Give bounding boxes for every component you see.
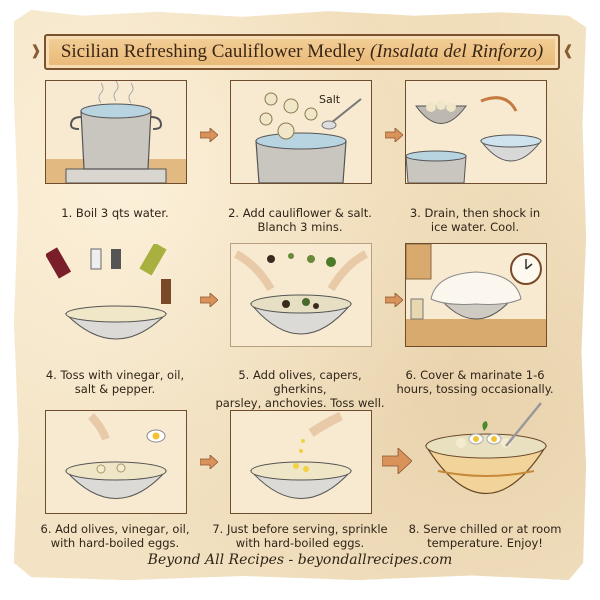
hand-sprinkling-bowl-icon bbox=[64, 413, 168, 499]
step-3-caption: 3. Drain, then shock in ice water. Cool. bbox=[385, 206, 565, 234]
step-5-illustration bbox=[230, 243, 372, 347]
caption-line: 5. Add olives, capers, gherkins, bbox=[238, 368, 362, 396]
step-8-caption: 7. Just before serving, sprinkle with ha… bbox=[210, 522, 390, 550]
step-6-caption: 6. Cover & marinate 1-6 hours, tossing o… bbox=[385, 368, 565, 396]
step-2-caption: 2. Add cauliflower & salt. Blanch 3 mins… bbox=[210, 206, 390, 234]
step-9-caption: 8. Serve chilled or at room temperature.… bbox=[395, 522, 575, 550]
arrow-right-icon bbox=[200, 293, 218, 307]
caption-line: ice water. Cool. bbox=[430, 220, 520, 234]
bottles-bowl-icon bbox=[46, 244, 171, 340]
caption-line: with hard-boiled eggs. bbox=[235, 536, 365, 550]
step-6-illustration bbox=[405, 243, 547, 347]
arrow-right-icon bbox=[385, 293, 403, 307]
caption-line: 7. Just before serving, sprinkle bbox=[212, 522, 388, 536]
caption-line: 3. Drain, then shock in bbox=[409, 206, 541, 220]
cauliflower-pot-icon bbox=[255, 92, 362, 183]
step-7-caption: 6. Add olives, vinegar, oil, with hard-b… bbox=[25, 522, 205, 550]
step-3-illustration bbox=[405, 80, 547, 184]
step-4-caption: 4. Toss with vinegar, oil, salt & pepper… bbox=[25, 368, 205, 396]
arrow-right-icon bbox=[200, 128, 218, 142]
step-1-caption: 1. Boil 3 qts water. bbox=[25, 206, 205, 220]
caption-line: parsley, anchovies. Toss well. bbox=[215, 396, 385, 410]
title-banner: ❱ Sicilian Refreshing Cauliflower Medley… bbox=[30, 34, 574, 70]
caption-line: 4. Toss with vinegar, oil, bbox=[45, 368, 185, 382]
caption-line: 6. Add olives, vinegar, oil, bbox=[40, 522, 190, 536]
caption-line: with hard-boiled eggs. bbox=[50, 536, 180, 550]
hands-tossing-icon bbox=[234, 250, 368, 335]
step-5-caption: 5. Add olives, capers, gherkins, parsley… bbox=[210, 368, 390, 410]
salt-label: Salt bbox=[319, 93, 341, 106]
caption-line: Blanch 3 mins. bbox=[257, 220, 343, 234]
boiling-pot-icon bbox=[46, 81, 186, 183]
step-4-illustration bbox=[45, 243, 187, 347]
title-main: Sicilian Refreshing Cauliflower Medley bbox=[60, 41, 366, 62]
page-title: Sicilian Refreshing Cauliflower Medley (… bbox=[61, 41, 543, 63]
caption-line: 8. Serve chilled or at room bbox=[408, 522, 562, 536]
caption-line: temperature. Enjoy! bbox=[427, 536, 543, 550]
step-2-illustration: Salt bbox=[230, 80, 372, 184]
covered-bowl-clock-icon bbox=[406, 244, 546, 346]
colander-ice-bath-icon bbox=[406, 96, 543, 183]
arrow-right-icon bbox=[385, 128, 403, 142]
caption-line: hours, tossing occasionally. bbox=[396, 382, 554, 396]
footer-credit: Beyond All Recipes - beyondallrecipes.co… bbox=[147, 552, 453, 568]
caption-line: 6. Cover & marinate 1-6 bbox=[405, 368, 545, 382]
serving-bowl-icon bbox=[424, 402, 548, 495]
step-8-illustration bbox=[230, 410, 372, 514]
step-7-illustration bbox=[45, 410, 187, 514]
hand-sprinkling-egg-icon bbox=[249, 411, 353, 499]
caption-line: salt & pepper. bbox=[74, 382, 156, 396]
flourish-right-icon: ❰ bbox=[562, 42, 574, 58]
title-subtitle: (Insalata del Rinforzo) bbox=[370, 41, 544, 62]
step-1-illustration bbox=[45, 80, 187, 184]
arrow-right-icon bbox=[382, 448, 412, 474]
caption-line: 1. Boil 3 qts water. bbox=[61, 206, 169, 220]
arrow-right-icon bbox=[200, 455, 218, 469]
flourish-left-icon: ❱ bbox=[30, 42, 42, 58]
caption-line: 2. Add cauliflower & salt. bbox=[228, 206, 372, 220]
step-9-illustration bbox=[415, 400, 557, 504]
